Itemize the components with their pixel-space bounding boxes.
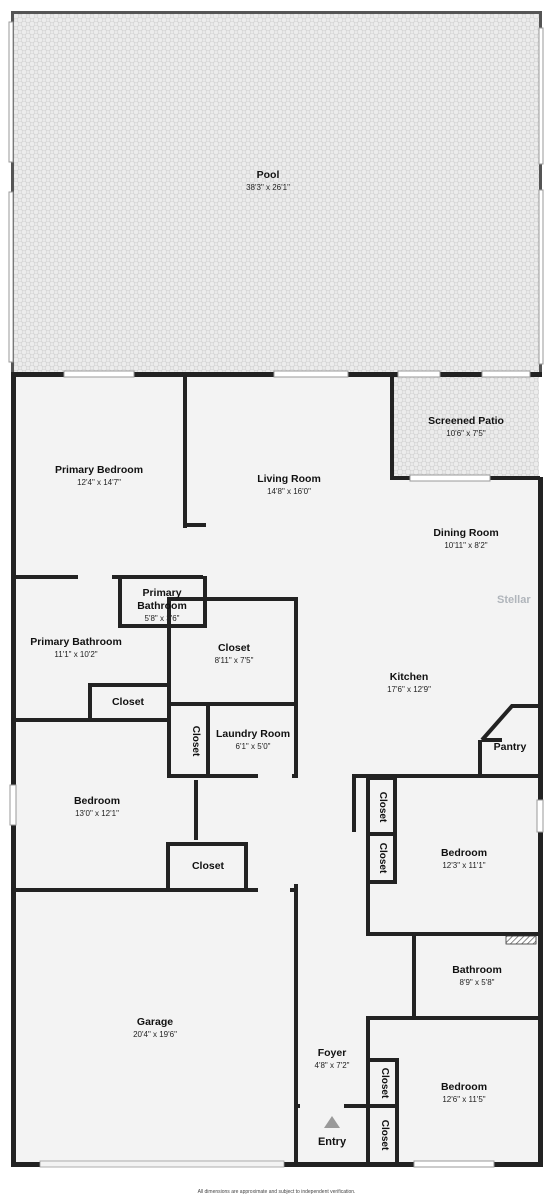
room-dimensions: 12'6" x 11'5" bbox=[442, 1095, 485, 1104]
room-name: Bathroom bbox=[452, 964, 502, 976]
room-kitchen: Kitchen 17'6" x 12'9" bbox=[387, 671, 431, 694]
room-closet-se-2: Closet bbox=[379, 1120, 390, 1151]
room-dining-room: Dining Room 10'11" x 8'2" bbox=[433, 527, 498, 550]
room-closet-east-1: Closet bbox=[377, 792, 388, 823]
room-primary-bathroom: Primary Bathroom 11'1" x 10'2" bbox=[30, 636, 122, 659]
room-closet-laundry: Closet bbox=[190, 726, 201, 757]
room-pool: Pool 38'3" x 26'1" bbox=[246, 169, 290, 192]
bathroom-vent-icon bbox=[505, 935, 537, 945]
room-foyer: Foyer 4'8" x 7'2" bbox=[315, 1047, 350, 1070]
room-closet-east-2: Closet bbox=[377, 843, 388, 874]
room-laundry-room: Laundry Room 6'1" x 5'0" bbox=[216, 728, 290, 751]
room-dimensions: 13'0" x 12'1" bbox=[75, 809, 119, 818]
room-dimensions: 12'3" x 11'1" bbox=[442, 861, 485, 870]
pantry-angled-wall bbox=[480, 704, 538, 742]
room-name: Closet bbox=[379, 1068, 390, 1099]
room-dimensions: 8'11" x 7'5" bbox=[215, 656, 254, 665]
room-name: Kitchen bbox=[390, 671, 429, 683]
pool-area bbox=[8, 11, 544, 374]
screened-patio-area bbox=[394, 376, 539, 479]
room-name-line2: Bathroom bbox=[137, 600, 187, 612]
room-screened-patio: Screened Patio 10'6" x 7'5" bbox=[428, 415, 504, 438]
room-name: Closet bbox=[218, 642, 251, 654]
room-name: Closet bbox=[377, 843, 388, 874]
room-garage: Garage 20'4" x 19'6" bbox=[133, 1016, 177, 1039]
watermark: Stellar bbox=[497, 594, 531, 606]
room-primary-bathroom-small: Primary Bathroom 5'8" x 3'6" bbox=[137, 587, 187, 623]
room-dimensions: 8'9" x 5'8" bbox=[460, 978, 495, 987]
room-dimensions: 5'8" x 3'6" bbox=[145, 614, 180, 623]
room-dimensions: 4'8" x 7'2" bbox=[315, 1061, 350, 1070]
room-closet-main: Closet 8'11" x 7'5" bbox=[215, 642, 254, 665]
room-name: Bedroom bbox=[74, 795, 120, 807]
room-name: Primary Bathroom bbox=[30, 636, 122, 648]
room-bedroom-east: Bedroom 12'3" x 11'1" bbox=[441, 847, 487, 870]
room-name: Bedroom bbox=[441, 847, 487, 859]
room-name: Closet bbox=[377, 792, 388, 823]
room-closet-bedroom-west: Closet bbox=[192, 860, 225, 872]
room-bedroom-west: Bedroom 13'0" x 12'1" bbox=[74, 795, 120, 818]
room-labels: Pool 38'3" x 26'1" Screened Patio 10'6" … bbox=[30, 169, 526, 1151]
room-name: Dining Room bbox=[433, 527, 498, 539]
room-name: Closet bbox=[112, 696, 145, 708]
room-dimensions: 20'4" x 19'6" bbox=[133, 1030, 177, 1039]
house-floor bbox=[13, 374, 540, 1165]
room-closet-primary-bath: Closet bbox=[112, 696, 145, 708]
room-name: Pool bbox=[257, 169, 280, 181]
room-name: Primary Bedroom bbox=[55, 464, 143, 476]
room-name: Closet bbox=[379, 1120, 390, 1151]
room-dimensions: 17'6" x 12'9" bbox=[387, 685, 431, 694]
room-bathroom: Bathroom 8'9" x 5'8" bbox=[452, 964, 502, 987]
room-dimensions: 10'11" x 8'2" bbox=[444, 541, 487, 550]
room-primary-bedroom: Primary Bedroom 12'4" x 14'7" bbox=[55, 464, 143, 487]
room-dimensions: 10'6" x 7'5" bbox=[446, 429, 486, 438]
disclaimer: All dimensions are approximate and subje… bbox=[197, 1189, 356, 1195]
room-dimensions: 14'8" x 16'0" bbox=[267, 487, 311, 496]
room-name: Closet bbox=[190, 726, 201, 757]
room-living-room: Living Room 14'8" x 16'0" bbox=[257, 473, 321, 496]
room-name: Garage bbox=[137, 1016, 173, 1028]
room-name: Foyer bbox=[318, 1047, 347, 1059]
windows bbox=[9, 370, 544, 1168]
room-dimensions: 11'1" x 10'2" bbox=[54, 650, 97, 659]
room-pantry: Pantry bbox=[494, 741, 527, 753]
entry-label: Entry bbox=[318, 1136, 347, 1148]
room-dimensions: 38'3" x 26'1" bbox=[246, 183, 290, 192]
room-name-line1: Primary bbox=[142, 587, 181, 599]
entry-arrow-icon bbox=[324, 1116, 340, 1128]
room-bedroom-south: Bedroom 12'6" x 11'5" bbox=[441, 1081, 487, 1104]
room-name: Pantry bbox=[494, 741, 527, 753]
room-dimensions: 12'4" x 14'7" bbox=[77, 478, 121, 487]
room-dimensions: 6'1" x 5'0" bbox=[236, 742, 271, 751]
room-name: Bedroom bbox=[441, 1081, 487, 1093]
room-name: Closet bbox=[192, 860, 225, 872]
room-name: Laundry Room bbox=[216, 728, 290, 740]
room-name: Screened Patio bbox=[428, 415, 504, 427]
room-closet-se-1: Closet bbox=[379, 1068, 390, 1099]
room-name: Living Room bbox=[257, 473, 321, 485]
